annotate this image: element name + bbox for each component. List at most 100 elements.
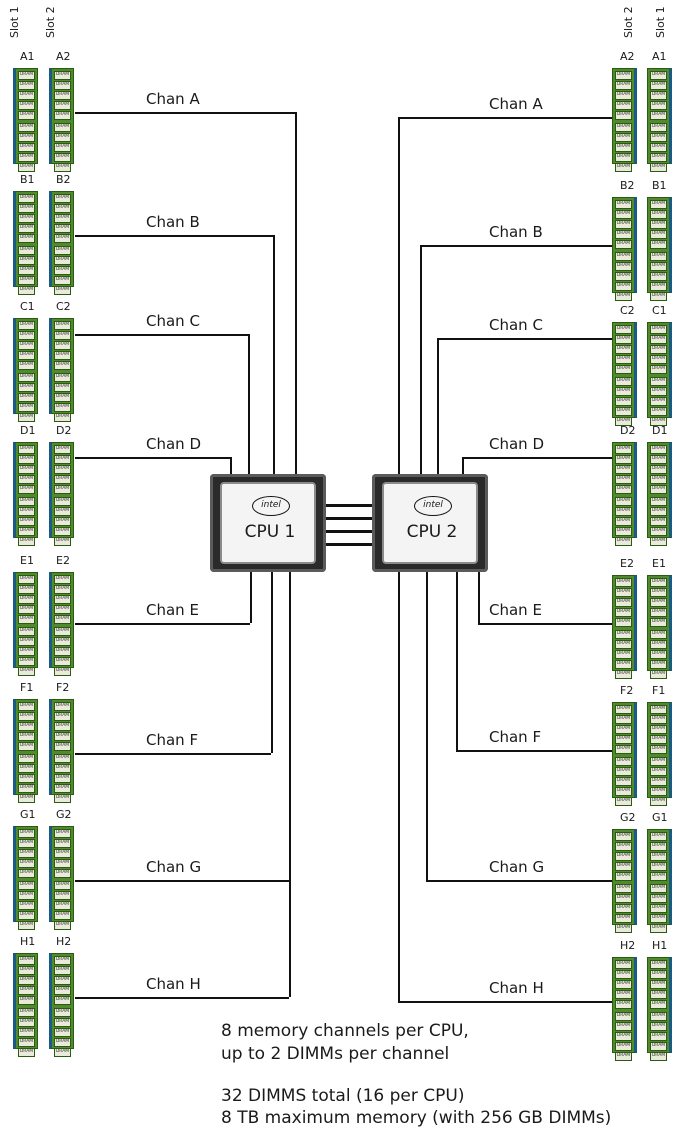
chan-label-c-left: Chan C [146, 312, 200, 330]
dram-chip: DRAM [54, 732, 71, 741]
channel-wire [478, 623, 612, 625]
slot-label-a1-right: A1 [652, 50, 667, 63]
dram-chip: DRAM [54, 722, 71, 731]
dram-chip: DRAM [54, 911, 71, 920]
dram-chip: DRAM [54, 605, 71, 614]
dram-chip: DRAM [615, 1042, 632, 1051]
dram-chip: DRAM [650, 578, 667, 587]
dram-chip: DRAM [650, 640, 667, 649]
dram-chip: DRAM [18, 465, 35, 474]
dram-chip: DRAM [54, 764, 71, 773]
cpu-1: intel CPU 1 [210, 474, 326, 572]
dram-chip: DRAM [18, 712, 35, 721]
dram-chip: DRAM [615, 608, 632, 617]
dram-chip: DRAM [18, 605, 35, 614]
dram-chip: DRAM [54, 163, 71, 172]
dram-chip: DRAM [18, 1048, 35, 1057]
dram-chip: DRAM [650, 914, 667, 923]
dram-chip: DRAM [615, 230, 632, 239]
dram-chip: DRAM [650, 832, 667, 841]
dram-chip: DRAM [18, 101, 35, 110]
dram-chip: DRAM [650, 705, 667, 714]
dram-chip: DRAM [54, 224, 71, 233]
channel-wire [456, 572, 458, 750]
dram-chip: DRAM [615, 507, 632, 516]
dram-chip: DRAM [54, 403, 71, 412]
dram-chip: DRAM [650, 485, 667, 494]
slot-label-b1-right: B1 [652, 179, 667, 192]
dram-chip: DRAM [650, 71, 667, 80]
dram-chip: DRAM [615, 1022, 632, 1031]
channel-wire [426, 572, 428, 880]
dram-chip: DRAM [18, 784, 35, 793]
dram-chip: DRAM [615, 598, 632, 607]
dram-chip: DRAM [18, 829, 35, 838]
dram-chip: DRAM [615, 143, 632, 152]
dram-chip: DRAM [54, 373, 71, 382]
chan-label-g-right: Chan G [489, 858, 545, 876]
channel-wire [75, 457, 230, 459]
note-total-dimms: 32 DIMMS total (16 per CPU) [221, 1086, 465, 1106]
slot-label-e1-left: E1 [20, 554, 34, 567]
dram-chip: DRAM [615, 970, 632, 979]
channel-wire [75, 880, 289, 882]
dram-chip: DRAM [54, 921, 71, 930]
dram-chip: DRAM [615, 914, 632, 923]
dram-chip: DRAM [650, 1052, 667, 1061]
dram-chip: DRAM [650, 630, 667, 639]
dram-chip: DRAM [650, 445, 667, 454]
dram-chip: DRAM [615, 455, 632, 464]
dram-chip: DRAM [615, 924, 632, 933]
dram-chip: DRAM [18, 976, 35, 985]
dram-chip: DRAM [615, 272, 632, 281]
dram-chip: DRAM [18, 214, 35, 223]
dram-chip: DRAM [615, 705, 632, 714]
dram-chip: DRAM [54, 485, 71, 494]
dram-chip: DRAM [650, 325, 667, 334]
dram-chip: DRAM [54, 111, 71, 120]
dram-chip: DRAM [650, 1022, 667, 1031]
dram-chip: DRAM [54, 341, 71, 350]
dram-chip: DRAM [18, 764, 35, 773]
dram-chip: DRAM [650, 143, 667, 152]
dram-chip: DRAM [54, 393, 71, 402]
dram-chip: DRAM [615, 670, 632, 679]
dram-chip: DRAM [615, 497, 632, 506]
dram-chip: DRAM [18, 966, 35, 975]
slot-label-h2-left: H2 [56, 935, 72, 948]
dram-chip: DRAM [650, 272, 667, 281]
dram-chip: DRAM [18, 585, 35, 594]
dram-chip: DRAM [54, 413, 71, 422]
dram-chip: DRAM [650, 618, 667, 627]
dram-chip: DRAM [54, 712, 71, 721]
dram-chip: DRAM [650, 230, 667, 239]
dram-chip: DRAM [615, 101, 632, 110]
slot-label-a2-left: A2 [56, 50, 71, 63]
dram-chip: DRAM [615, 81, 632, 90]
chan-label-e-left: Chan E [146, 601, 199, 619]
dram-chip: DRAM [18, 81, 35, 90]
dram-chip: DRAM [54, 784, 71, 793]
dram-chip: DRAM [54, 71, 71, 80]
dram-chip: DRAM [18, 754, 35, 763]
channel-wire [420, 245, 422, 474]
dram-chip: DRAM [650, 111, 667, 120]
channel-wire [273, 235, 275, 474]
channel-wire [75, 997, 289, 999]
dram-chip: DRAM [650, 1000, 667, 1009]
dram-chip: DRAM [615, 345, 632, 354]
dram-chip: DRAM [650, 91, 667, 100]
dram-chip: DRAM [650, 725, 667, 734]
slot-label-g2-right: G2 [620, 811, 636, 824]
dram-chip: DRAM [650, 660, 667, 669]
